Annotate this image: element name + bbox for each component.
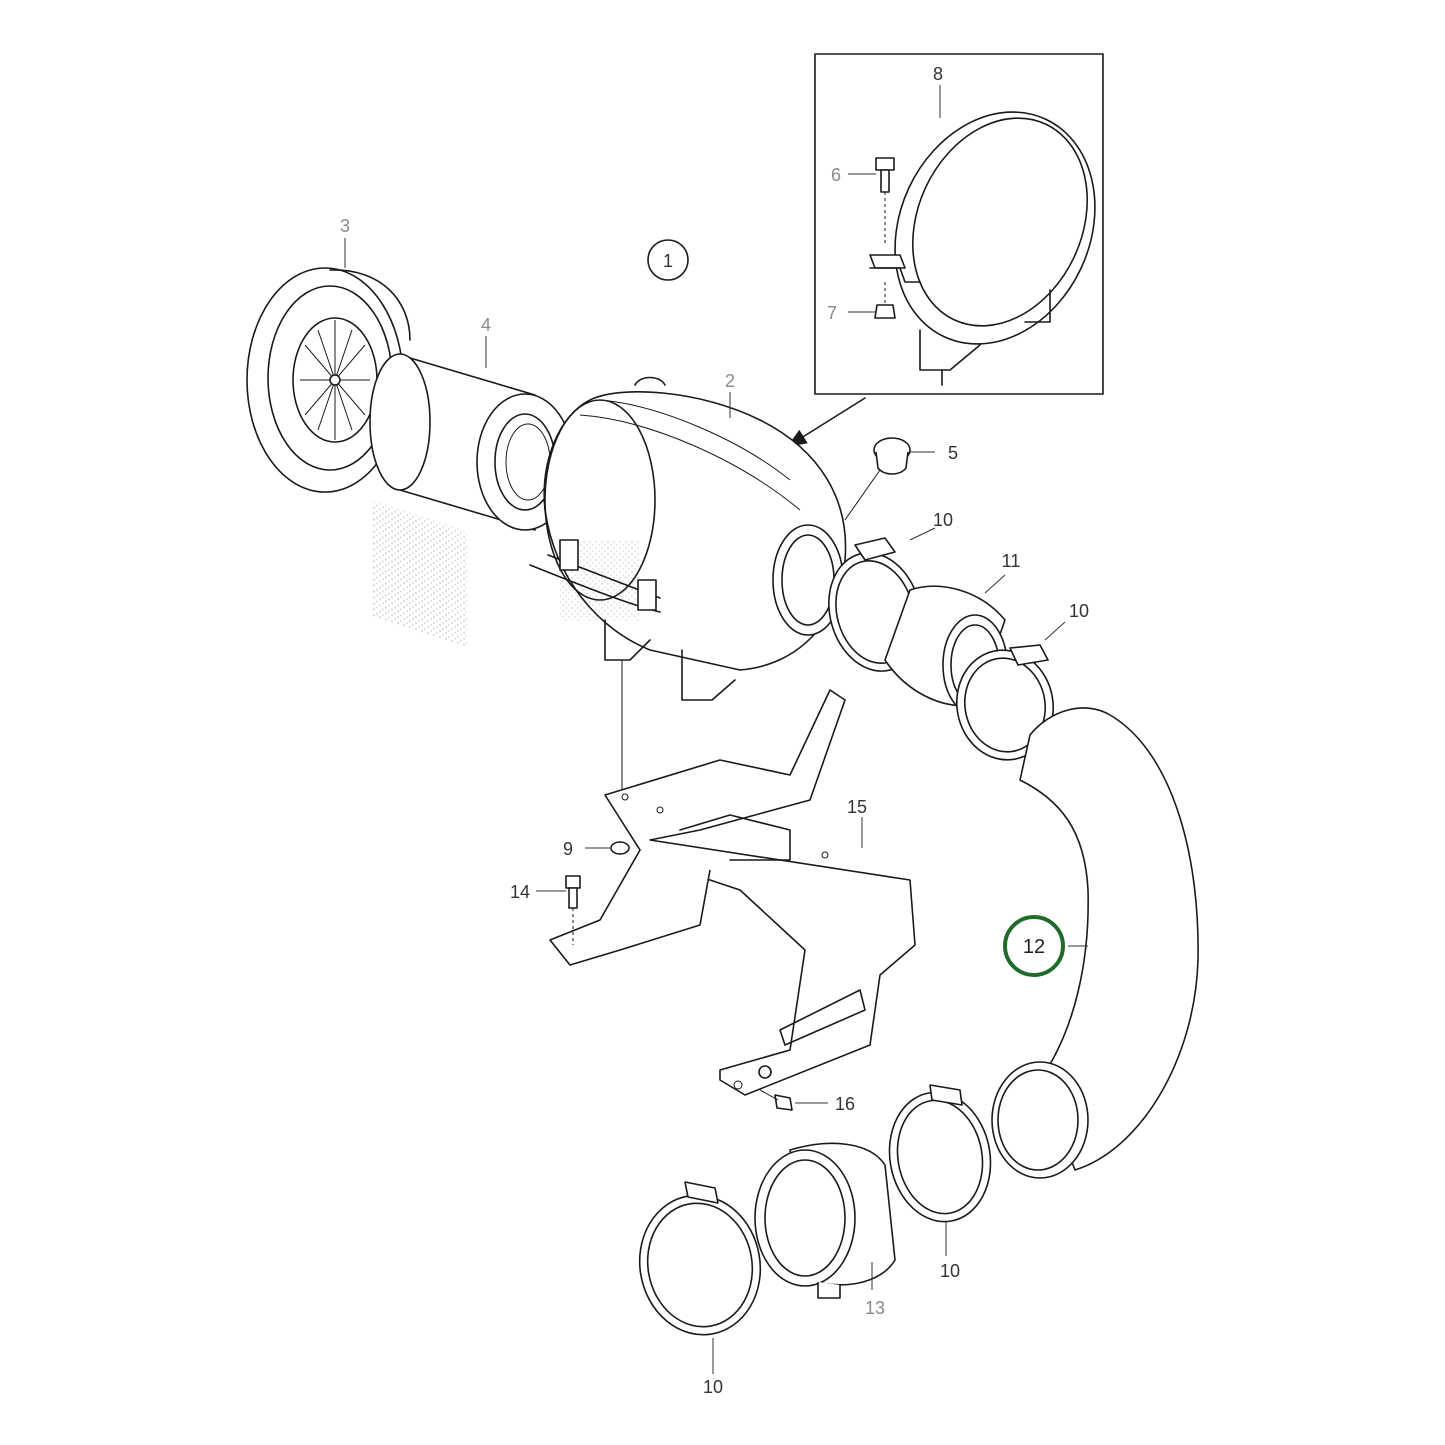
hose-clamp-lower-right [888, 1084, 992, 1256]
hose-clamp-lower-left [638, 1181, 762, 1374]
air-filter-housing [529, 376, 847, 800]
detail-arrow [787, 397, 866, 447]
group-marker-label: 1 [663, 251, 673, 271]
callout-6: 6 [831, 165, 841, 185]
callout-14: 14 [510, 882, 530, 902]
callout-3: 3 [340, 216, 350, 236]
highlight-circle [1003, 915, 1065, 977]
inset-detail [814, 53, 1104, 395]
filter-element [369, 353, 574, 647]
callout-5: 5 [948, 443, 958, 463]
callout-10-upper-left: 10 [933, 510, 953, 530]
callout-9: 9 [563, 839, 573, 859]
callout-10-lower-left: 10 [703, 1377, 723, 1397]
callout-2: 2 [725, 371, 735, 391]
callout-16: 16 [835, 1094, 855, 1114]
callout-11: 11 [1002, 551, 1021, 571]
elbow-hose [991, 707, 1199, 1179]
callout-15: 15 [847, 797, 867, 817]
callout-10-upper-right: 10 [1069, 601, 1089, 621]
callout-12: 12 [1023, 936, 1045, 958]
callout-8: 8 [933, 64, 943, 84]
indicator-plug [844, 437, 935, 521]
air-filter-cover [246, 267, 411, 493]
hose-clamp-upper-right [955, 621, 1066, 761]
callout-13: 13 [865, 1298, 885, 1318]
group-marker-circle [647, 239, 689, 281]
mounting-bracket [549, 689, 916, 1096]
callout-4: 4 [481, 315, 491, 335]
callout-7: 7 [827, 303, 837, 323]
fasteners [536, 841, 828, 1111]
callout-10-lower-right: 10 [940, 1261, 960, 1281]
hose-adapter [754, 1142, 896, 1299]
